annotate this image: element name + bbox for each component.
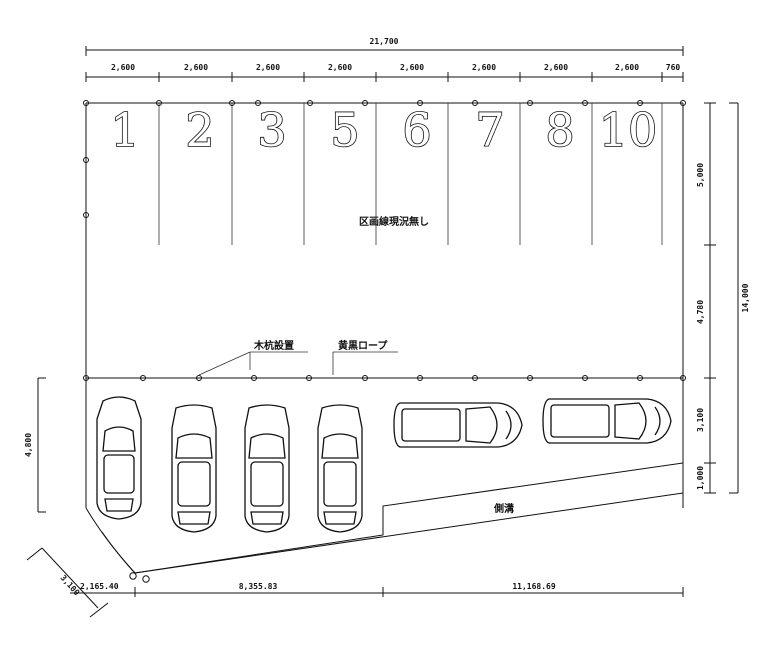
rope-label: 黄黒ロープ bbox=[338, 339, 388, 352]
stall-number-3: 3 bbox=[257, 103, 286, 157]
stall-width-4: 2,600 bbox=[328, 63, 352, 72]
stall-number-7: 7 bbox=[475, 103, 504, 157]
overall-width-label: 21,700 bbox=[370, 37, 399, 46]
stall-width-5: 2,600 bbox=[400, 63, 424, 72]
stall-width-1: 2,600 bbox=[111, 63, 135, 72]
stake-label: 木杭設置 bbox=[253, 339, 294, 352]
no-lines-note: 区画線現況無し bbox=[359, 215, 429, 228]
lot-outline bbox=[83, 100, 686, 508]
right-dim-2: 4,780 bbox=[696, 300, 705, 324]
car-6 bbox=[542, 398, 672, 444]
right-dim-3: 3,100 bbox=[696, 408, 705, 432]
stall-width-3: 2,600 bbox=[256, 63, 280, 72]
overall-width-dimension: 21,700 bbox=[85, 37, 684, 56]
bottom-boundary bbox=[85, 462, 684, 583]
stall-width-dimensions: 2,600 2,600 2,600 2,600 2,600 2,600 2,60… bbox=[85, 63, 684, 82]
stall-width-2: 2,600 bbox=[184, 63, 208, 72]
stall-number-6: 6 bbox=[402, 103, 431, 157]
right-dimensions: 5,000 4,780 3,100 1,000 14,000 bbox=[696, 102, 750, 494]
car-2 bbox=[171, 404, 217, 533]
bottom-dim-1: 2,165.40 bbox=[80, 582, 119, 591]
stall-width-8: 2,600 bbox=[615, 63, 639, 72]
stall-width-6: 2,600 bbox=[472, 63, 496, 72]
bottom-dimensions: 2,165.40 8,355.83 11,168.69 3,100 bbox=[26, 547, 684, 618]
stall-width-7: 2,600 bbox=[544, 63, 568, 72]
stall-number-8: 8 bbox=[545, 103, 574, 157]
corner-dim: 3,100 bbox=[59, 573, 82, 597]
stall-numbers: 1 2 3 5 6 7 8 10 bbox=[110, 102, 659, 158]
bottom-dim-3: 11,168.69 bbox=[512, 582, 556, 591]
car-4 bbox=[317, 404, 363, 533]
stall-number-10: 10 bbox=[599, 103, 658, 157]
stall-width-9: 760 bbox=[666, 63, 681, 72]
bottom-dim-2: 8,355.83 bbox=[239, 582, 278, 591]
car-3 bbox=[244, 404, 290, 533]
right-dim-4: 1,000 bbox=[696, 466, 705, 490]
right-dim-1: 5,000 bbox=[696, 163, 705, 187]
right-dim-total: 14,000 bbox=[741, 283, 750, 312]
rope-line bbox=[83, 351, 686, 381]
stall-number-1: 1 bbox=[110, 103, 139, 157]
left-dimension: 4,800 bbox=[24, 377, 46, 513]
stall-number-5: 5 bbox=[330, 103, 359, 157]
gutter-label: 側溝 bbox=[493, 502, 514, 515]
left-dim: 4,800 bbox=[24, 433, 33, 457]
car-5 bbox=[393, 402, 523, 448]
stall-number-2: 2 bbox=[185, 103, 214, 157]
car-1 bbox=[96, 396, 142, 520]
